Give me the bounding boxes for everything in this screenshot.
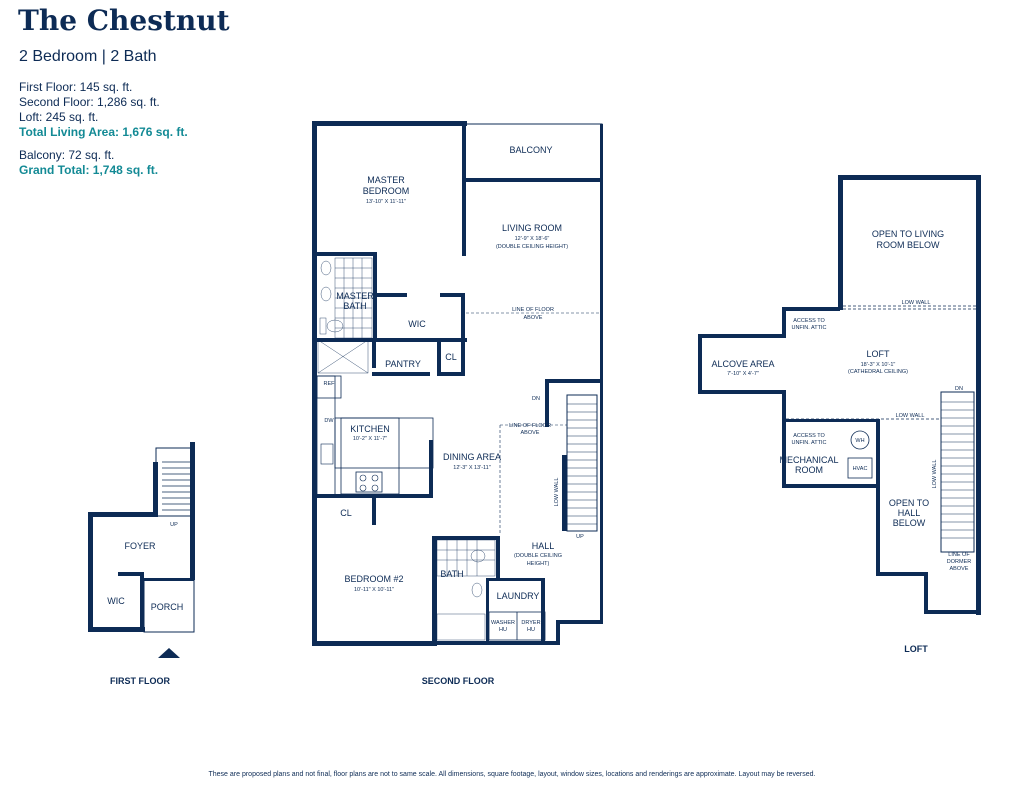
living-room-note: (DOUBLE CEILING HEIGHT) <box>496 244 568 250</box>
line-floor-above-2: ABOVE <box>524 315 543 321</box>
loft-dim: 18'-3" X 10'-1" <box>861 362 896 368</box>
loft-floor-label: LOFT <box>904 644 928 654</box>
loft-dn-label: DN <box>955 386 963 392</box>
dormer-label-1: LINE OF <box>948 552 970 558</box>
line-floor-above-b1: LINE OF FLOOR <box>509 423 551 429</box>
alcove-label: ALCOVE AREA <box>711 359 774 369</box>
line-floor-above-1: LINE OF FLOOR <box>512 307 554 313</box>
total-living-area: Total Living Area: 1,676 sq. ft. <box>19 125 188 139</box>
sf-low-wall-label: LOW WALL <box>554 478 560 507</box>
master-bedroom-label-1: MASTER <box>367 175 405 185</box>
open-hall-label-1: OPEN TO <box>889 498 929 508</box>
plan-subtitle: 2 Bedroom | 2 Bath <box>19 48 157 65</box>
sf-up-label: UP <box>576 534 584 540</box>
dormer-label-3: ABOVE <box>950 566 969 572</box>
master-bedroom-dim: 13'-10" X 11'-11" <box>366 199 406 205</box>
open-living-label-2: ROOM BELOW <box>876 240 940 250</box>
mechanical-label-2: ROOM <box>795 465 823 475</box>
bedroom2-dim: 10'-11" X 10'-11" <box>354 587 394 593</box>
sf-dn-label: DN <box>532 396 540 402</box>
hall-label: HALL <box>532 541 555 551</box>
balcony-area: Balcony: 72 sq. ft. <box>19 148 115 162</box>
low-wall-side-label: LOW WALL <box>932 460 938 489</box>
hvac-label: HVAC <box>853 466 868 472</box>
master-bath-label-2: BATH <box>343 301 366 311</box>
washer-label-1: WASHER <box>491 620 515 626</box>
dormer-label-2: DORMER <box>947 559 971 565</box>
foyer-label: FOYER <box>124 541 156 551</box>
master-bath-label-1: MASTER <box>336 291 374 301</box>
open-hall-label-3: BELOW <box>893 518 926 528</box>
disclaimer: These are proposed plans and not final, … <box>208 771 816 778</box>
dining-area-label: DINING AREA <box>443 452 501 462</box>
dw-label: DW <box>324 418 334 424</box>
loft-note: (CATHEDRAL CEILING) <box>848 369 908 375</box>
bath-label: BATH <box>440 569 463 579</box>
plan-title: The Chestnut <box>18 4 230 37</box>
grand-total-area: Grand Total: 1,748 sq. ft. <box>19 163 159 177</box>
entry-arrow-icon <box>158 648 180 658</box>
washer-label-2: HU <box>499 627 507 633</box>
ref-label: REF <box>324 381 336 387</box>
cl-lower-label: CL <box>340 508 352 518</box>
access-attic-label-1: ACCESS TO <box>793 318 825 324</box>
kitchen-dim: 10'-2" X 11'-7" <box>353 436 387 442</box>
laundry-label: LAUNDRY <box>497 591 540 601</box>
first-floor-label: FIRST FLOOR <box>110 676 170 686</box>
bedroom2-label: BEDROOM #2 <box>344 574 403 584</box>
access-attic-label-2: UNFIN. ATTIC <box>791 325 826 331</box>
open-hall-label-2: HALL <box>898 508 921 518</box>
second-floor-area: Second Floor: 1,286 sq. ft. <box>19 95 160 109</box>
mechanical-label-1: MECHANICAL <box>779 455 838 465</box>
loft-plan: OPEN TO LIVING ROOM BELOW LOW WALL ACCES… <box>698 175 981 654</box>
living-room-dim: 12'-9" X 18'-6" <box>515 236 550 242</box>
loft-label: LOFT <box>866 349 890 359</box>
first-floor-plan: UP FOYER WIC PORCH FIRST FLOOR <box>88 442 195 686</box>
area-stats: First Floor: 145 sq. ft. Second Floor: 1… <box>19 80 188 178</box>
low-wall-top-label: LOW WALL <box>902 300 931 306</box>
kitchen-label: KITCHEN <box>350 424 390 434</box>
second-floor-label: SECOND FLOOR <box>422 676 495 686</box>
wic-label: WIC <box>408 319 426 329</box>
living-room-label: LIVING ROOM <box>502 223 562 233</box>
ff-wic-label: WIC <box>107 596 125 606</box>
dining-dim: 12'-3" X 13'-11" <box>453 465 490 471</box>
dryer-label-1: DRYER <box>521 620 540 626</box>
ff-up-label: UP <box>170 522 178 528</box>
second-floor-plan: BALCONY MASTER BEDROOM 13'-10" X 11'-11"… <box>312 121 603 686</box>
low-wall-mid-label: LOW WALL <box>896 413 925 419</box>
pantry-label: PANTRY <box>385 359 421 369</box>
hall-note-2: HEIGHT) <box>527 561 550 567</box>
open-living-label-1: OPEN TO LIVING <box>872 229 944 239</box>
dryer-label-2: HU <box>527 627 535 633</box>
first-floor-area: First Floor: 145 sq. ft. <box>19 80 133 94</box>
balcony-label: BALCONY <box>509 145 552 155</box>
access-attic-b-label-1: ACCESS TO <box>793 433 825 439</box>
line-floor-above-b2: ABOVE <box>521 430 540 436</box>
master-bedroom-label-2: BEDROOM <box>363 186 410 196</box>
wh-label: WH <box>855 438 864 444</box>
hall-note-1: (DOUBLE CEILING <box>514 553 562 559</box>
loft-area: Loft: 245 sq. ft. <box>19 110 99 124</box>
alcove-dim: 7'-10" X 4'-7" <box>727 371 759 377</box>
cl-upper-label: CL <box>445 352 457 362</box>
access-attic-b-label-2: UNFIN. ATTIC <box>791 440 826 446</box>
porch-label: PORCH <box>151 602 184 612</box>
